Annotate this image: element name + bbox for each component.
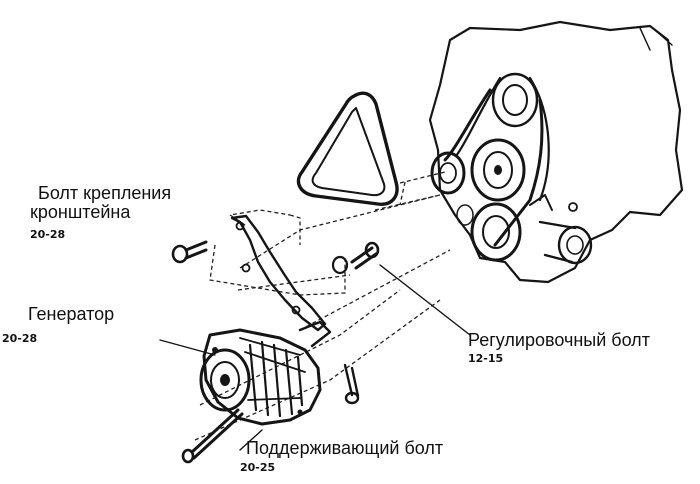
- bracket-bolt-label-line1: Болт крепления: [38, 183, 172, 203]
- bracket-bolt-torque: 20-28: [30, 228, 66, 241]
- drive-belt-engine: [443, 88, 544, 247]
- support-bolt: [181, 363, 360, 464]
- generator-label: Генератор: [28, 304, 115, 324]
- leader-generator: [159, 339, 216, 356]
- adjusting-bolt-torque: 12-15: [468, 352, 504, 365]
- lower-pulley: [456, 202, 522, 262]
- support-bolt-torque: 20-25: [240, 461, 276, 474]
- crank-pulley: [470, 138, 526, 202]
- upper-pulley: [491, 72, 539, 128]
- leader-adjusting-bolt: [379, 264, 471, 336]
- generator-body: [199, 320, 332, 426]
- bracket-bolt-label-line2: кронштейна: [30, 202, 131, 222]
- alternator-bracket: [230, 214, 327, 332]
- v-belt: [296, 91, 399, 206]
- tensioner-cylinder: [529, 194, 593, 265]
- alternator-side-pulley: [430, 151, 466, 195]
- adjusting-bolt-label: Регулировочный болт: [468, 330, 650, 350]
- engine-block-outline: [428, 20, 684, 284]
- bracket-mounting-bolt: [171, 240, 208, 264]
- support-bolt-label: Поддерживающий болт: [246, 438, 444, 458]
- alignment-lines: [194, 171, 451, 441]
- generator-torque: 20-28: [2, 332, 38, 345]
- leader-support-bolt: [239, 429, 263, 451]
- adjusting-bolt: [331, 241, 380, 275]
